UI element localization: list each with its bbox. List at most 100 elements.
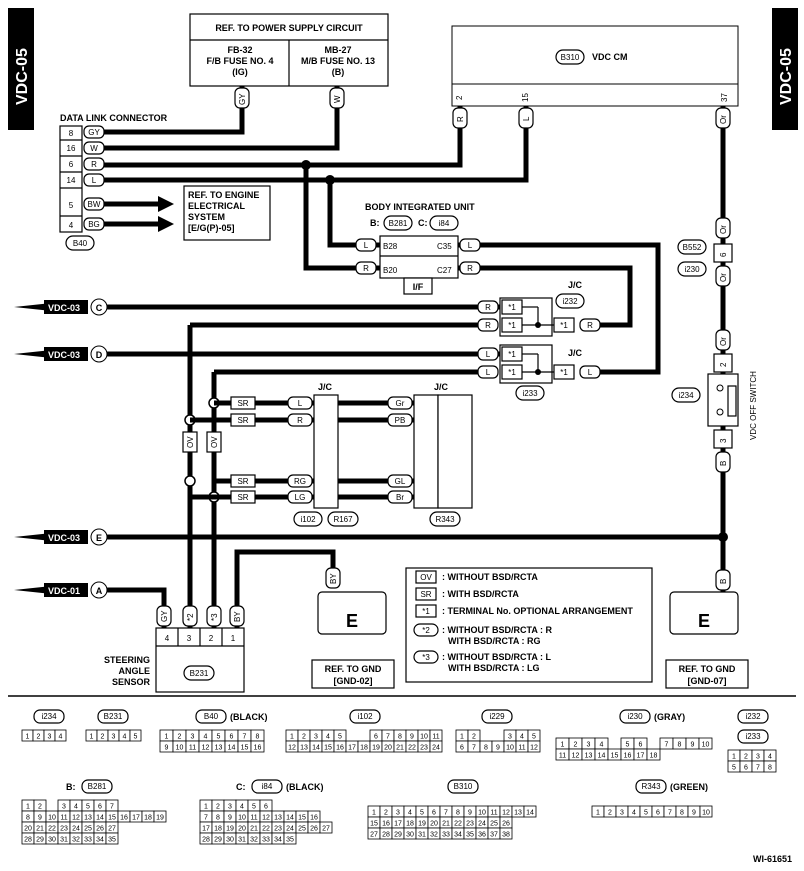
svg-text:ANGLE: ANGLE <box>119 666 151 676</box>
svg-text:12: 12 <box>72 815 80 822</box>
svg-text:25: 25 <box>298 826 306 833</box>
svg-text:*1: *1 <box>508 368 516 377</box>
svg-text:3: 3 <box>508 734 512 741</box>
svg-text:BY: BY <box>233 611 242 622</box>
svg-text:i229: i229 <box>489 712 505 721</box>
svg-text:4: 4 <box>600 742 604 749</box>
svg-text:18: 18 <box>360 745 368 752</box>
svg-text:11: 11 <box>559 753 566 760</box>
wire-label-or-vdc: Or <box>715 107 731 129</box>
svg-text:3: 3 <box>48 734 52 741</box>
svg-text:33: 33 <box>442 832 450 839</box>
fuse-left-line3: (IG) <box>232 67 248 77</box>
svg-text:18: 18 <box>650 753 658 760</box>
vdc-cm-box: B310 VDC CM 2 15 37 <box>451 25 739 107</box>
svg-text:SENSOR: SENSOR <box>112 677 151 687</box>
svg-text:16: 16 <box>120 815 128 822</box>
svg-text:29: 29 <box>394 832 402 839</box>
svg-text:11: 11 <box>518 745 525 752</box>
svg-text:31: 31 <box>60 837 68 844</box>
svg-text:BW: BW <box>88 200 101 209</box>
svg-text:23: 23 <box>274 826 282 833</box>
svg-text:Or: Or <box>719 273 728 282</box>
svg-text:REF. TO GND: REF. TO GND <box>679 664 736 674</box>
sr-tag: SR <box>237 477 248 486</box>
svg-text:C35: C35 <box>437 242 452 251</box>
svg-text:35: 35 <box>466 832 474 839</box>
svg-text:7: 7 <box>472 745 476 752</box>
svg-text:*3: *3 <box>210 613 219 621</box>
svg-text:3: 3 <box>228 804 232 811</box>
svg-text:BY: BY <box>329 573 338 584</box>
svg-text:4: 4 <box>632 810 636 817</box>
svg-text:L: L <box>364 241 369 250</box>
svg-text:1: 1 <box>90 734 94 741</box>
svg-text:24: 24 <box>286 826 294 833</box>
svg-text:15: 15 <box>241 745 249 752</box>
svg-text:22: 22 <box>48 826 56 833</box>
svg-text:14: 14 <box>312 745 320 752</box>
svg-text:B20: B20 <box>383 266 398 275</box>
svg-text:*1: *1 <box>560 368 568 377</box>
svg-text:*1: *1 <box>560 321 568 330</box>
svg-text:REF. TO GND: REF. TO GND <box>325 664 382 674</box>
svg-text:13: 13 <box>274 815 282 822</box>
svg-text:37: 37 <box>720 93 729 102</box>
svg-text:34: 34 <box>96 837 104 844</box>
body-integrated-unit: BODY INTEGRATED UNIT B: B281 C: i84 I/F … <box>365 202 475 295</box>
svg-text:20: 20 <box>238 826 246 833</box>
cross-ref-e[interactable]: VDC-03 E <box>14 528 108 546</box>
cross-ref-c[interactable]: VDC-03 C <box>14 298 108 316</box>
svg-text:A: A <box>96 586 103 596</box>
cross-ref-a[interactable]: VDC-01 A <box>14 581 108 599</box>
svg-text:25: 25 <box>84 826 92 833</box>
svg-text:8: 8 <box>256 734 260 741</box>
svg-text:22: 22 <box>262 826 270 833</box>
svg-text:14: 14 <box>598 753 606 760</box>
svg-text:12: 12 <box>202 745 210 752</box>
svg-text:B231: B231 <box>104 712 123 721</box>
legend-text2: WITH BSD/RCTA : LG <box>448 663 540 673</box>
svg-text:i233: i233 <box>522 389 538 398</box>
svg-text:34: 34 <box>274 837 282 844</box>
svg-text:26: 26 <box>96 826 104 833</box>
legend-text: : WITHOUT BSD/RCTA : R <box>442 625 552 635</box>
svg-text:24: 24 <box>72 826 80 833</box>
power-supply-title: REF. TO POWER SUPPLY CIRCUIT <box>215 23 363 33</box>
svg-text:C: C <box>96 303 103 313</box>
svg-text:R: R <box>485 303 491 312</box>
svg-text:1: 1 <box>561 742 565 749</box>
svg-text:7: 7 <box>110 804 114 811</box>
svg-text:19: 19 <box>226 826 234 833</box>
svg-text:(BLACK): (BLACK) <box>230 712 268 722</box>
page-code-right: VDC-05 <box>778 48 795 105</box>
svg-text:Or: Or <box>719 115 728 124</box>
sr-row: SRLG24Br8 <box>190 490 429 504</box>
cross-ref-d[interactable]: VDC-03 D <box>14 345 108 363</box>
svg-text:3: 3 <box>314 734 318 741</box>
svg-text:9: 9 <box>410 734 414 741</box>
svg-text:C:: C: <box>418 218 428 228</box>
svg-text:R343: R343 <box>641 782 661 791</box>
svg-text:6: 6 <box>264 804 268 811</box>
steering-angle-sensor: 4 3 2 1 GY *2 *3 BY B231 STEERING ANGLE … <box>104 605 245 693</box>
biu-title: BODY INTEGRATED UNIT <box>365 202 475 212</box>
svg-text:12: 12 <box>502 810 510 817</box>
svg-text:5: 5 <box>86 804 90 811</box>
svg-text:i230: i230 <box>627 712 643 721</box>
svg-text:1: 1 <box>372 810 376 817</box>
svg-text:3: 3 <box>756 754 760 761</box>
svg-text:10: 10 <box>702 742 710 749</box>
svg-text:27: 27 <box>322 826 330 833</box>
svg-text:B552: B552 <box>683 243 702 252</box>
legend-text: : WITHOUT BSD/RCTA : L <box>442 652 551 662</box>
svg-text:OV: OV <box>186 436 195 448</box>
svg-text:5: 5 <box>134 734 138 741</box>
vdc-off-switch-label: VDC OFF SWITCH <box>749 371 758 440</box>
sr-wire2: GL <box>395 477 406 486</box>
svg-text:16: 16 <box>624 753 632 760</box>
engine-ref-box: REF. TO ENGINE ELECTRICAL SYSTEM [E/G(P)… <box>183 185 271 241</box>
svg-text:10: 10 <box>238 815 246 822</box>
